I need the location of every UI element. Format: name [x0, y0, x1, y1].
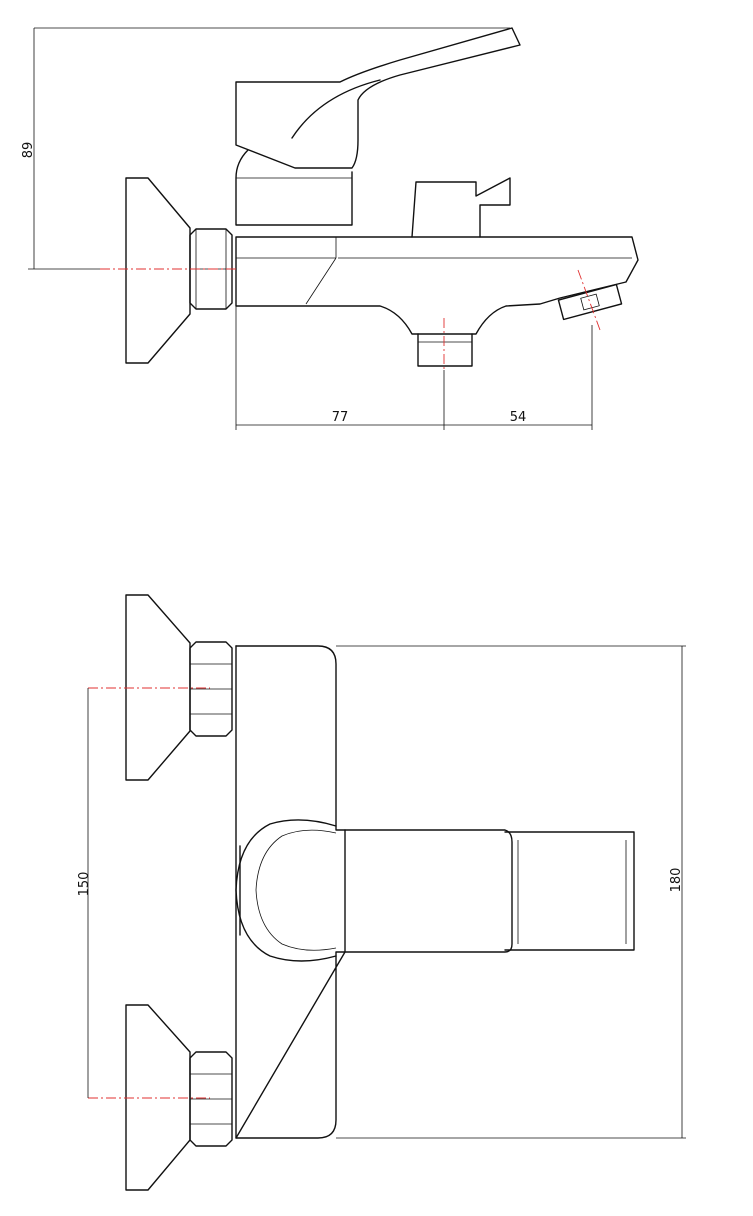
side-lever-handle [235, 27, 521, 169]
side-view: 89 77 54 [21, 27, 639, 430]
side-diverter-knob [411, 177, 511, 238]
dim-180: 180 [336, 645, 686, 1139]
dim-89-label: 89 [21, 142, 36, 159]
top-lever-arm [344, 829, 635, 953]
dim-54-label: 54 [510, 410, 527, 425]
top-upper-flange [125, 594, 191, 781]
top-main-body [235, 645, 346, 1139]
side-aerator [557, 283, 623, 321]
top-lower-hex-nut [189, 1051, 233, 1147]
side-aerator-centerline [577, 269, 601, 331]
dim-77-54: 77 54 [235, 306, 593, 430]
side-lever-contour [291, 79, 381, 139]
top-upper-hex-nut [189, 641, 233, 737]
top-handle-hub [235, 819, 337, 962]
side-main-body [235, 236, 639, 335]
dim-150: 150 [77, 688, 92, 1098]
dim-150-label: 150 [77, 872, 92, 897]
top-lower-flange [125, 1004, 191, 1191]
side-body-edge [305, 257, 337, 305]
dim-77-label: 77 [332, 410, 349, 425]
top-view: 150 180 [77, 594, 686, 1191]
dim-180-label: 180 [669, 868, 684, 893]
side-cartridge-cap [235, 149, 353, 226]
dim-89: 89 [21, 27, 510, 270]
side-outlet [417, 333, 473, 367]
side-wall-flange [125, 177, 191, 364]
